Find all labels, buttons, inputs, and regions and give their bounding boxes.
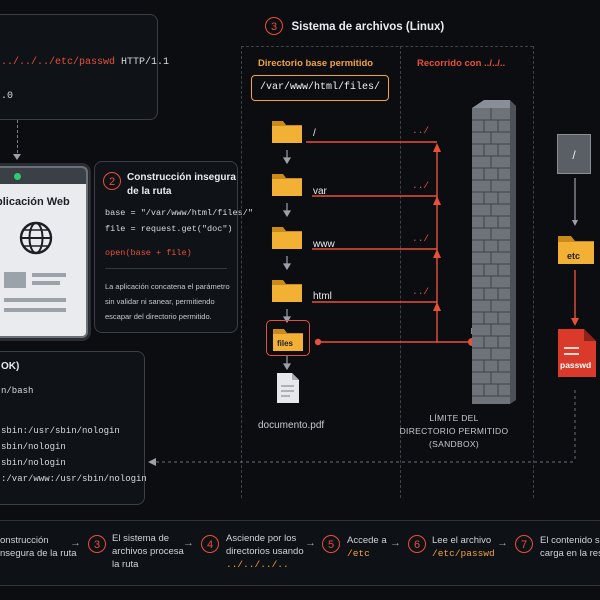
- wall-caption-line1: LÍMITE DEL: [429, 413, 479, 423]
- folder-label-var: var: [313, 186, 327, 197]
- arrow-icon: →: [390, 537, 401, 549]
- folder-icon-root: [270, 113, 304, 147]
- folder-icon-html: [270, 272, 304, 306]
- step-6-caption: Lee el archivo /etc/passwd: [432, 535, 495, 559]
- response-line-1: n/bash: [1, 386, 34, 396]
- response-line-4: sbin/nologin: [1, 458, 66, 468]
- arrow-icon: →: [183, 537, 194, 549]
- construction-title-line2: de la ruta: [127, 186, 172, 197]
- status-dot: [14, 173, 21, 180]
- response-panel: OK) n/bash sbin:/usr/sbin/nologin sbin/n…: [0, 351, 147, 505]
- steps-strip: [0, 520, 600, 586]
- step-5-caption: Accede a /etc: [347, 535, 387, 559]
- response-line-2: sbin:/usr/sbin/nologin: [1, 426, 120, 436]
- construction-desc-line2: sin validar ni sanear, permitiendo: [105, 297, 215, 306]
- filesystem-header: 3 Sistema de archivos (Linux): [265, 17, 444, 35]
- step-number-5: 5: [322, 535, 340, 553]
- up-label-2: ../: [412, 180, 430, 191]
- folder-icon-etc: [556, 228, 596, 268]
- step-number-2: 2: [103, 172, 121, 190]
- web-app-window: plicación Web: [0, 166, 88, 338]
- response-line-3: sbin/nologin: [1, 442, 66, 452]
- construction-desc-line3: escapar del directorio permitido.: [105, 312, 212, 321]
- folder-label-html: html: [313, 291, 332, 302]
- arrow-icon: →: [70, 537, 81, 549]
- up-label-4: ../: [412, 286, 430, 297]
- step-number-3b: 3: [88, 535, 106, 553]
- up-label-3: ../: [412, 233, 430, 244]
- allowed-path-box: /var/www/html/files/: [251, 75, 389, 101]
- request-panel: ../../../etc/passwd HTTP/1.1 .0: [0, 14, 169, 120]
- folder-label-etc: etc: [567, 251, 581, 261]
- code-line-base: base = "/var/www/html/files/": [105, 208, 253, 218]
- response-title: OK): [1, 361, 20, 372]
- request-protocol: HTTP/1.1: [121, 57, 170, 68]
- request-path: ../../../etc/passwd: [1, 57, 116, 68]
- step-number-7: 7: [515, 535, 533, 553]
- request-protocol-version: .0: [1, 91, 14, 102]
- content-block-icon: [4, 272, 26, 288]
- folder-files-highlight: [266, 320, 310, 356]
- construction-panel: 2 Construcción insegura de la ruta base …: [94, 161, 253, 333]
- construction-desc-line1: La aplicación concatena el parámetro: [105, 282, 230, 291]
- traversal-header: Recorrido con ../../..: [417, 58, 506, 69]
- passwd-label: passwd: [560, 360, 592, 370]
- filesystem-title: Sistema de archivos (Linux): [291, 21, 445, 33]
- web-app-title: plicación Web: [0, 196, 70, 208]
- folder-icon-var: [270, 166, 304, 200]
- root-dir-box: /: [557, 134, 591, 174]
- code-line-open: open(base + file): [105, 248, 192, 258]
- step-number-4: 4: [201, 535, 219, 553]
- arrow-icon: →: [497, 537, 508, 549]
- wall-caption-line3: (SANDBOX): [429, 439, 479, 449]
- code-line-file: file = request.get("doc"): [105, 224, 233, 234]
- wall-caption-line2: DIRECTORIO PERMITIDO: [399, 426, 509, 436]
- up-label-1: ../: [412, 125, 430, 136]
- step-number-6: 6: [408, 535, 426, 553]
- document-icon: [276, 372, 300, 409]
- passwd-file-icon: [557, 328, 597, 378]
- globe-icon: [18, 220, 54, 261]
- construction-title-line1: Construcción insegura: [127, 172, 236, 183]
- request-arrow: [17, 120, 18, 158]
- folder-label-www: www: [313, 239, 335, 250]
- document-label: documento.pdf: [258, 420, 325, 431]
- folder-label-files: files: [277, 339, 294, 348]
- response-line-5: :/var/www:/usr/sbin/nologin: [1, 474, 147, 484]
- allowed-dir-header: Directorio base permitido: [258, 58, 374, 69]
- folder-icon-files: [271, 321, 305, 355]
- wall-caption: LÍMITE DEL DIRECTORIO PERMITIDO (SANDBOX…: [400, 412, 508, 451]
- arrow-icon: →: [305, 537, 316, 549]
- folder-icon-www: [270, 219, 304, 253]
- folder-label-root: /: [313, 128, 316, 139]
- step-number-3: 3: [265, 17, 283, 35]
